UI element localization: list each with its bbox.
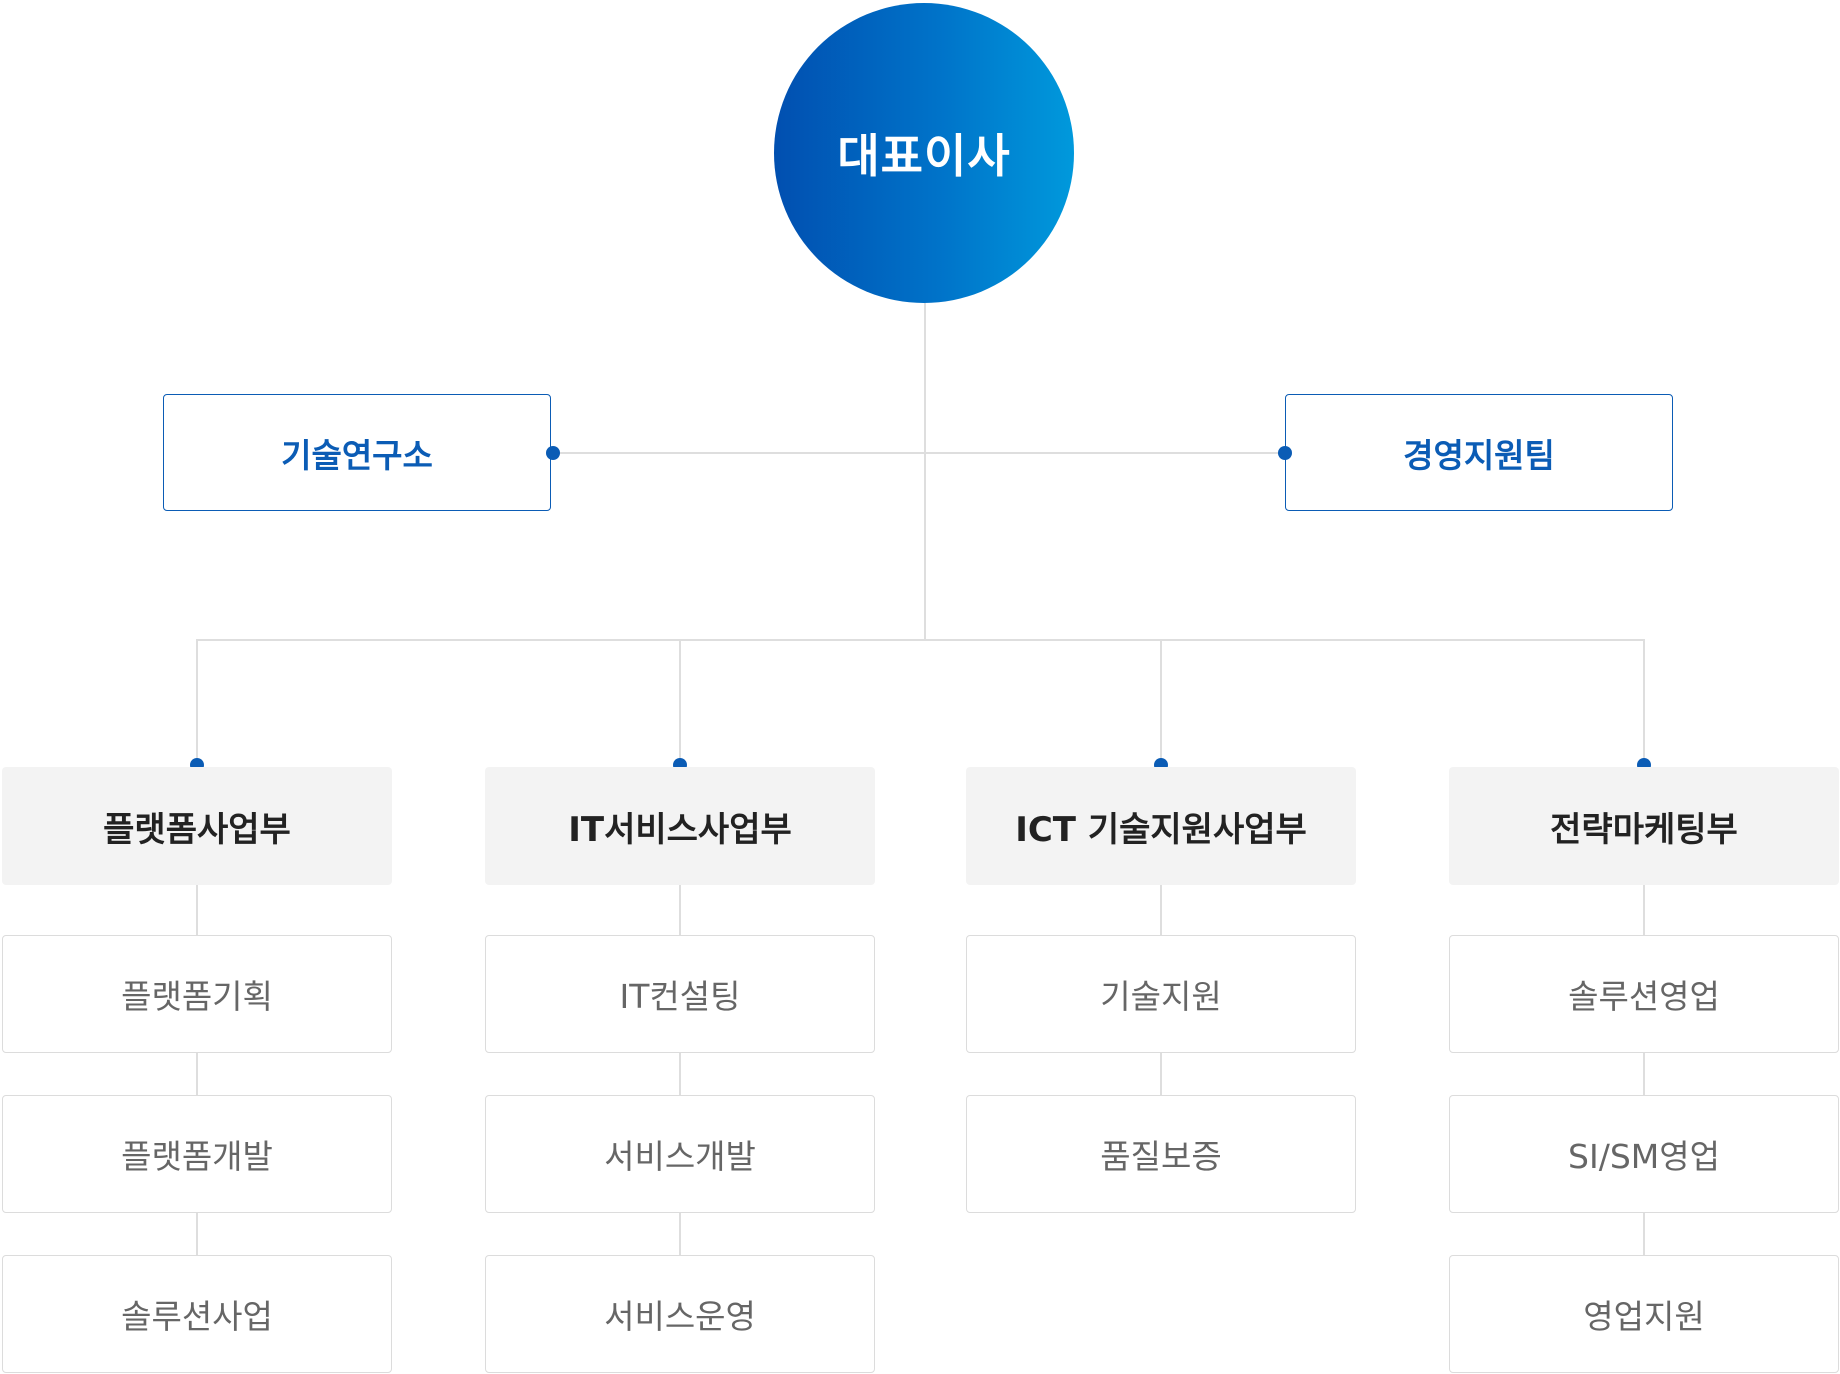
connector-team-4-1	[1643, 885, 1645, 935]
team-box: IT컨설팅	[485, 935, 875, 1053]
dept-it-service: IT서비스사업부	[485, 767, 875, 885]
team-box: 플랫폼개발	[2, 1095, 392, 1213]
connector-dept-3-drop	[1160, 639, 1162, 767]
team-box: 영업지원	[1449, 1255, 1839, 1373]
connector-team-3-2	[1160, 1053, 1162, 1095]
connector-team-2-1	[679, 885, 681, 935]
team-box: 솔루션영업	[1449, 935, 1839, 1053]
team-label: 플랫폼개발	[121, 1137, 273, 1176]
dept-label: ICT 기술지원사업부	[1015, 809, 1307, 850]
team-box: 기술지원	[966, 935, 1356, 1053]
connector-team-4-2	[1643, 1053, 1645, 1095]
dept-strategy-marketing: 전략마케팅부	[1449, 767, 1839, 885]
ceo-label: 대표이사	[837, 129, 1011, 183]
dept-label: IT서비스사업부	[568, 809, 792, 850]
connector-team-4-3	[1643, 1213, 1645, 1255]
team-box: 플랫폼기획	[2, 935, 392, 1053]
connector-team-2-3	[679, 1213, 681, 1255]
side-unit-left: 기술연구소	[163, 394, 551, 511]
team-label: 플랫폼기획	[121, 977, 273, 1016]
dept-ict-support: ICT 기술지원사업부	[966, 767, 1356, 885]
dept-label: 전략마케팅부	[1550, 809, 1738, 850]
connector-dot-left	[546, 446, 560, 460]
connector-team-1-1	[196, 885, 198, 935]
dept-label: 플랫폼사업부	[103, 809, 291, 850]
team-label: IT컨설팅	[619, 977, 741, 1016]
side-unit-right-label: 경영지원팀	[1403, 435, 1555, 475]
connector-team-1-2	[196, 1053, 198, 1095]
team-box: SI/SM영업	[1449, 1095, 1839, 1213]
team-label: 솔루션영업	[1568, 977, 1720, 1016]
connector-dept-4-drop	[1643, 639, 1645, 767]
team-label: SI/SM영업	[1568, 1137, 1720, 1176]
connector-ceo-trunk	[924, 303, 926, 641]
connector-team-3-1	[1160, 885, 1162, 935]
connector-dept-horizontal	[196, 639, 1644, 641]
connector-dot-right	[1278, 446, 1292, 460]
team-label: 솔루션사업	[121, 1297, 273, 1336]
connector-team-1-3	[196, 1213, 198, 1255]
connector-dept-1-drop	[196, 639, 198, 767]
connector-team-2-2	[679, 1053, 681, 1095]
side-unit-left-label: 기술연구소	[281, 435, 433, 475]
side-unit-right: 경영지원팀	[1285, 394, 1673, 511]
team-label: 영업지원	[1583, 1297, 1705, 1336]
dept-platform: 플랫폼사업부	[2, 767, 392, 885]
connector-dept-2-drop	[679, 639, 681, 767]
team-label: 서비스운영	[604, 1297, 756, 1336]
team-box: 서비스운영	[485, 1255, 875, 1373]
team-box: 솔루션사업	[2, 1255, 392, 1373]
team-label: 기술지원	[1100, 977, 1222, 1016]
team-label: 서비스개발	[604, 1137, 756, 1176]
team-box: 서비스개발	[485, 1095, 875, 1213]
ceo-node: 대표이사	[774, 3, 1074, 303]
team-box: 품질보증	[966, 1095, 1356, 1213]
connector-side-horizontal	[553, 452, 1285, 454]
team-label: 품질보증	[1100, 1137, 1222, 1176]
